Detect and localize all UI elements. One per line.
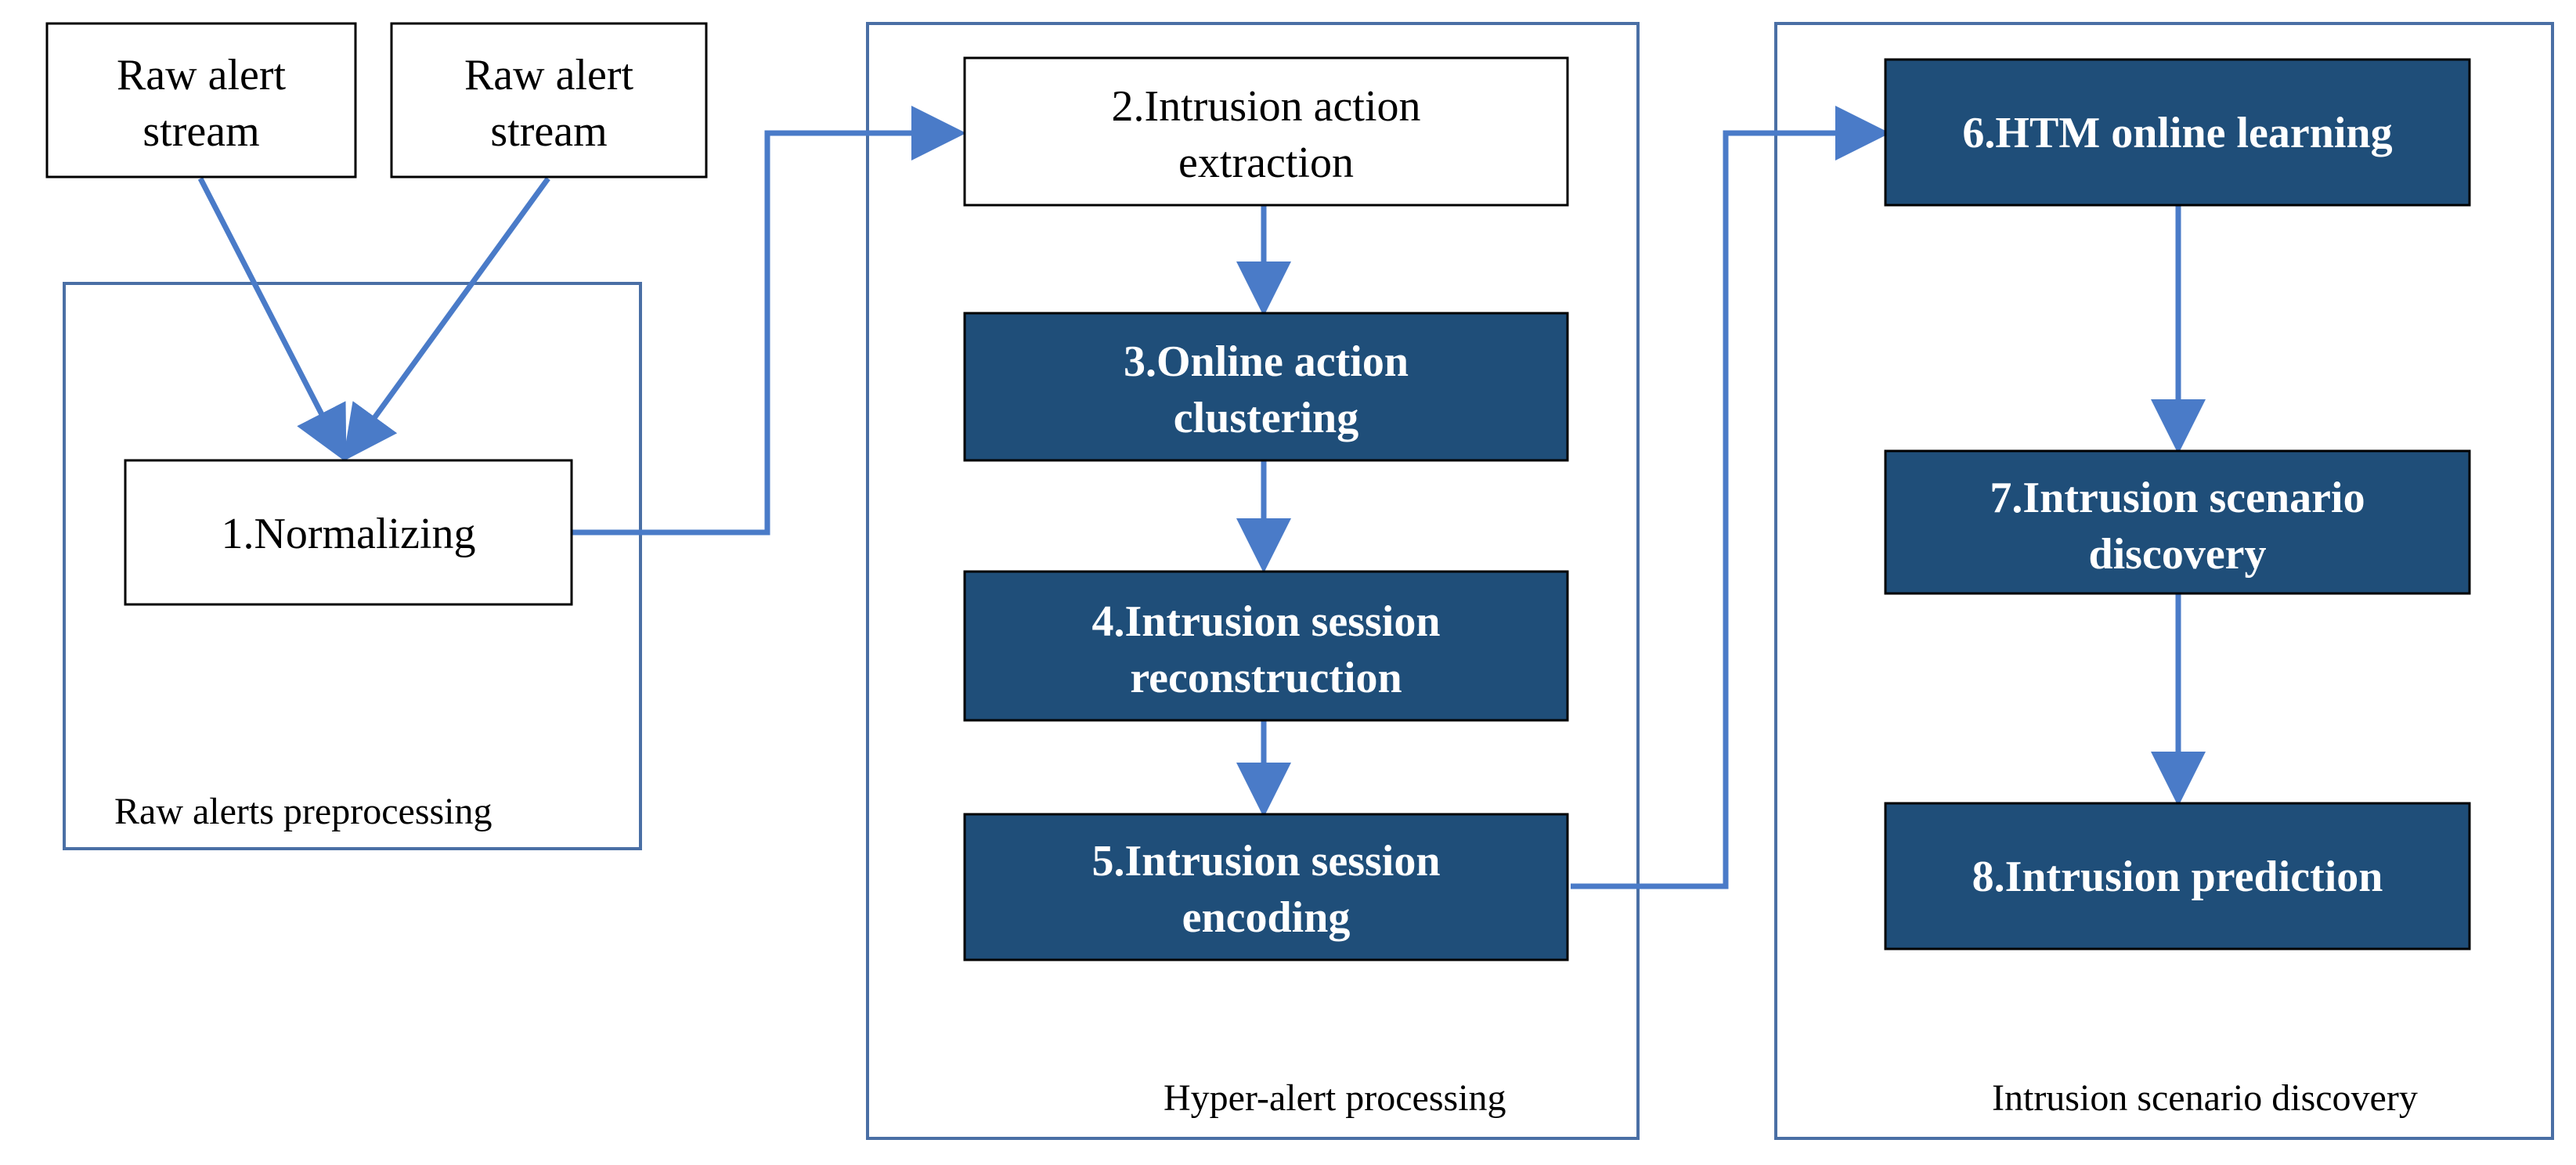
arrow-stream2-to-normalizing bbox=[342, 176, 550, 462]
group-label-scenario: Intrusion scenario discovery bbox=[1992, 1077, 2418, 1119]
node-session-reconstruction: 4.Intrusion session reconstruction bbox=[963, 570, 1569, 722]
node-normalizing: 1.Normalizing bbox=[124, 459, 573, 606]
svg-text:stream: stream bbox=[143, 107, 259, 156]
arrow-encoding-to-htm bbox=[1571, 106, 1890, 889]
svg-text:reconstruction: reconstruction bbox=[1130, 654, 1402, 702]
svg-text:5.Intrusion session: 5.Intrusion session bbox=[1091, 837, 1440, 885]
svg-text:encoding: encoding bbox=[1182, 893, 1351, 942]
svg-text:extraction: extraction bbox=[1178, 139, 1354, 187]
svg-text:stream: stream bbox=[490, 107, 607, 156]
node-scenario-discovery: 7.Intrusion scenario discovery bbox=[1884, 449, 2471, 595]
svg-text:1.Normalizing: 1.Normalizing bbox=[221, 510, 475, 558]
group-frame-preprocessing bbox=[63, 282, 642, 850]
svg-text:8.Intrusion prediction: 8.Intrusion prediction bbox=[1972, 853, 2383, 901]
node-action-clustering: 3.Online action clustering bbox=[963, 312, 1569, 462]
node-raw-stream-2: Raw alert stream bbox=[390, 22, 708, 179]
group-frame-hyper-alert bbox=[866, 22, 1640, 1140]
svg-text:3.Online action: 3.Online action bbox=[1124, 337, 1409, 386]
svg-text:2.Intrusion action: 2.Intrusion action bbox=[1111, 82, 1420, 131]
group-frame-scenario bbox=[1774, 22, 2554, 1140]
arrow-stream1-to-normalizing bbox=[197, 177, 347, 463]
group-label-preprocessing: Raw alerts preprocessing bbox=[114, 791, 492, 832]
node-prediction: 8.Intrusion prediction bbox=[1884, 802, 2471, 950]
svg-text:clustering: clustering bbox=[1174, 394, 1358, 442]
node-session-encoding: 5.Intrusion session encoding bbox=[963, 813, 1569, 961]
svg-text:Raw alert: Raw alert bbox=[117, 51, 287, 99]
svg-text:6.HTM online learning: 6.HTM online learning bbox=[1962, 109, 2392, 157]
group-label-hyper-alert: Hyper-alert processing bbox=[1164, 1077, 1506, 1119]
svg-text:Raw alert: Raw alert bbox=[464, 51, 634, 99]
node-action-extraction: 2.Intrusion action extraction bbox=[963, 56, 1569, 207]
node-raw-stream-1: Raw alert stream bbox=[45, 22, 357, 179]
node-htm-learning: 6.HTM online learning bbox=[1884, 58, 2471, 207]
svg-text:7.Intrusion scenario: 7.Intrusion scenario bbox=[1990, 474, 2365, 522]
svg-text:discovery: discovery bbox=[2088, 530, 2266, 579]
svg-text:4.Intrusion session: 4.Intrusion session bbox=[1091, 597, 1440, 646]
arrow-normalizing-to-extraction bbox=[572, 106, 966, 536]
